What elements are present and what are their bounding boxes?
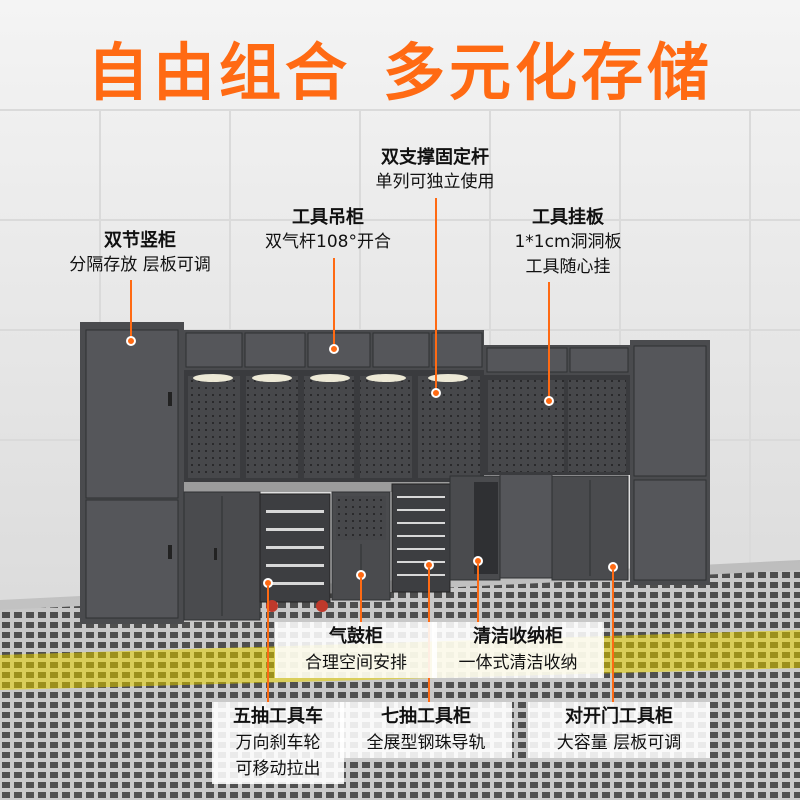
callout-double-door-desc: 大容量 层板可调 bbox=[556, 733, 682, 753]
callout-pegboard-desc1: 1*1cm洞洞板 bbox=[514, 232, 622, 252]
callout-five-drawer-desc1: 万向刹车轮 bbox=[235, 733, 321, 753]
callout-seven-drawer: 七抽工具柜 全展型钢珠导轨 bbox=[340, 702, 512, 758]
callout-hanging-cabinet-title: 工具吊柜 bbox=[292, 207, 364, 228]
callout-gas-cabinet-title: 气鼓柜 bbox=[329, 626, 383, 647]
callout-hanging-cabinet: 工具吊柜 双气杆108°开合 bbox=[238, 205, 418, 255]
leader-line bbox=[548, 282, 550, 400]
callout-five-drawer: 五抽工具车 万向刹车轮 可移动拉出 bbox=[212, 702, 344, 784]
callout-gas-cabinet-desc: 合理空间安排 bbox=[305, 653, 407, 673]
callout-seven-drawer-title: 七抽工具柜 bbox=[381, 706, 471, 727]
callout-gas-cabinet: 气鼓柜 合理空间安排 bbox=[275, 622, 437, 678]
leader-line bbox=[477, 564, 479, 626]
headline-part1: 自由组合 bbox=[86, 36, 351, 109]
headline-part2: 多元化存储 bbox=[383, 36, 714, 109]
leader-line bbox=[267, 586, 269, 704]
callout-double-support-desc: 单列可独立使用 bbox=[375, 172, 495, 192]
callout-cleaning-title: 清洁收纳柜 bbox=[473, 626, 563, 647]
leader-line bbox=[612, 570, 614, 704]
callout-double-support: 双支撑固定杆 单列可独立使用 bbox=[345, 145, 525, 195]
callout-pegboard-desc2: 工具随心挂 bbox=[525, 257, 611, 277]
callout-double-cabinet-title: 双节竖柜 bbox=[104, 230, 176, 251]
leader-line bbox=[130, 280, 132, 340]
callout-hanging-cabinet-desc: 双气杆108°开合 bbox=[265, 232, 391, 252]
callout-five-drawer-title: 五抽工具车 bbox=[233, 706, 323, 727]
callout-pegboard: 工具挂板 1*1cm洞洞板 工具随心挂 bbox=[488, 205, 648, 280]
callout-pegboard-title: 工具挂板 bbox=[532, 207, 604, 228]
callout-cleaning-desc: 一体式清洁收纳 bbox=[458, 653, 578, 673]
leader-dot bbox=[431, 388, 441, 398]
callout-double-door: 对开门工具柜 大容量 层板可调 bbox=[528, 702, 710, 758]
leader-line bbox=[435, 198, 437, 393]
callout-double-support-title: 双支撑固定杆 bbox=[381, 147, 489, 168]
leader-line bbox=[360, 578, 362, 626]
leader-line bbox=[333, 258, 335, 348]
callout-cleaning: 清洁收纳柜 一体式清洁收纳 bbox=[432, 622, 604, 678]
leader-dot bbox=[544, 396, 554, 406]
callout-double-door-title: 对开门工具柜 bbox=[565, 706, 673, 727]
callout-seven-drawer-desc: 全展型钢珠导轨 bbox=[366, 733, 486, 753]
callout-double-cabinet-desc: 分隔存放 层板可调 bbox=[69, 255, 211, 275]
leader-dot bbox=[329, 344, 339, 354]
headline: 自由组合多元化存储 bbox=[0, 22, 800, 112]
callout-five-drawer-desc2: 可移动拉出 bbox=[235, 759, 321, 779]
callout-double-cabinet: 双节竖柜 分隔存放 层板可调 bbox=[40, 228, 240, 278]
leader-dot bbox=[126, 336, 136, 346]
